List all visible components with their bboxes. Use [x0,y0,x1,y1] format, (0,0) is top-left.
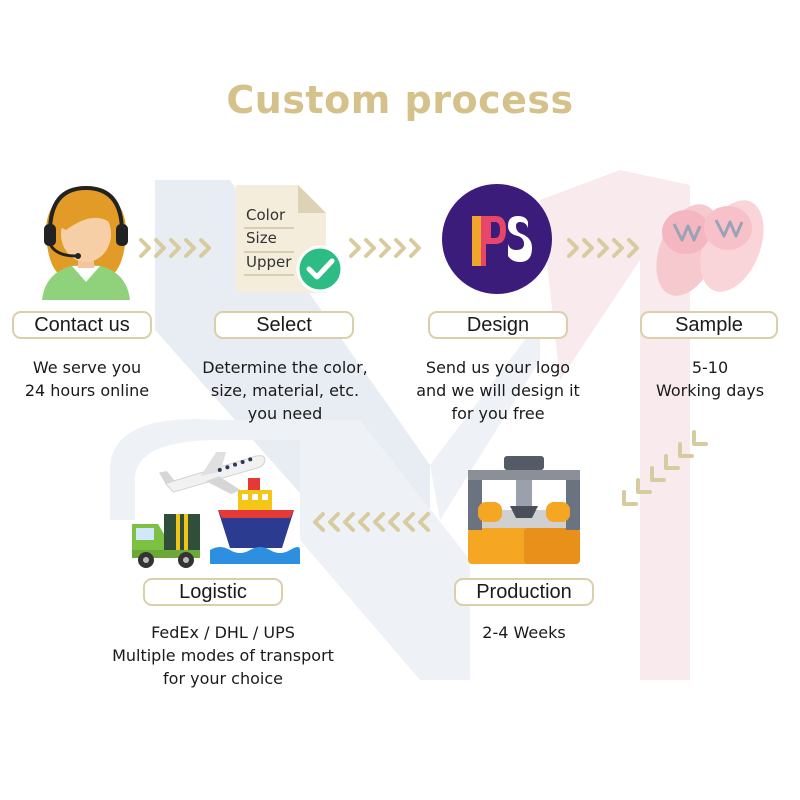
step-sample-label: Sample [640,311,778,339]
slipper-sample-icon [656,200,764,296]
checklist-document-icon [236,185,344,293]
chevron-arrows-right-icon [139,238,211,258]
transport-icon [132,452,300,568]
headset-agent-icon [42,185,130,300]
step-logistic-description: FedEx / DHL / UPS Multiple modes of tran… [112,623,334,688]
step-select-label: Select [214,311,354,339]
chevron-arrows-left-icon [313,512,430,532]
step-contact-label: Contact us [12,311,152,339]
chevron-arrows-down-left-icon [622,430,708,506]
step-logistic-label: Logistic [143,578,283,606]
step-production-description: 2-4 Weeks [482,623,566,642]
doc-line-upper: Upper [246,253,292,271]
step-select-description: Determine the color, size, material, etc… [202,358,368,423]
step-sample-description: 5-10 Working days [655,358,765,400]
step-production-label: Production [454,578,594,606]
step-design-label: Design [428,311,568,339]
factory-machine-icon [468,456,580,564]
step-design-description: Send us your logo and we will design it … [416,358,580,423]
doc-line-color: Color [246,206,286,224]
ps-logo-icon [442,184,552,294]
step-contact-description: We serve you 24 hours online [24,358,150,400]
chevron-arrows-right-icon [349,238,421,258]
page-title: Custom process [226,78,574,122]
doc-line-size: Size [246,229,277,247]
chevron-arrows-right-icon [567,238,639,258]
